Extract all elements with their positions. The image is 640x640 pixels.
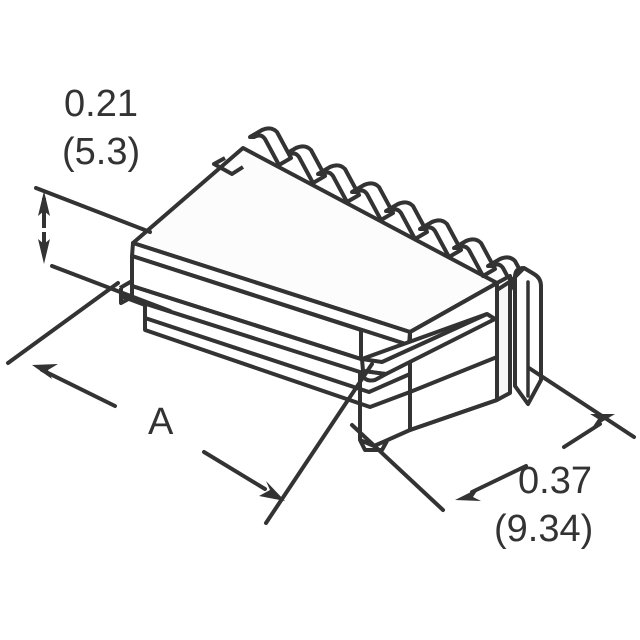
length-ext-line-right xyxy=(264,362,374,525)
width-dimension-mm-label: (9.34) xyxy=(494,508,593,550)
height-dimension-mm-label: (5.3) xyxy=(62,131,140,173)
solder-tab-top-fold xyxy=(495,266,526,292)
contact-finger xyxy=(350,181,395,222)
height-dimension-inch-label: 0.21 xyxy=(64,83,138,125)
width-ext-line-left xyxy=(350,423,445,512)
base-front-notch xyxy=(358,439,389,452)
base-inner-shelf xyxy=(409,355,498,394)
height-arrow-down xyxy=(38,232,50,264)
connector-part xyxy=(118,126,543,452)
contact-finger xyxy=(418,218,463,259)
contact-finger xyxy=(452,237,497,278)
length-dimension-label: A xyxy=(148,401,174,443)
height-arrow-up xyxy=(38,191,50,228)
width-arrow-left xyxy=(455,464,528,501)
height-dimension-group: 0.21 (5.3) xyxy=(34,83,172,313)
contact-fingers-group xyxy=(248,126,531,296)
top-face-notch xyxy=(212,156,245,176)
length-arrow-right xyxy=(202,450,285,501)
length-arrow-left xyxy=(32,364,117,408)
latch-beam-edge xyxy=(361,312,488,364)
width-ext-line-right xyxy=(527,366,636,439)
contact-finger xyxy=(282,144,327,185)
base-inner-shelf-2 xyxy=(409,398,498,432)
length-dimension-group: A xyxy=(6,281,374,525)
base-plate-top-line xyxy=(144,316,411,394)
contact-finger xyxy=(316,163,361,204)
width-arrow-right xyxy=(562,414,615,449)
width-dimension-group: 0.37 (9.34) xyxy=(350,366,636,550)
length-ext-line-left xyxy=(6,281,120,365)
contact-finger xyxy=(248,126,293,167)
contact-finger xyxy=(384,200,429,241)
width-dimension-inch-label: 0.37 xyxy=(518,460,592,502)
height-ext-line-top xyxy=(34,186,152,234)
housing-front-skirt-bottom xyxy=(131,284,362,361)
